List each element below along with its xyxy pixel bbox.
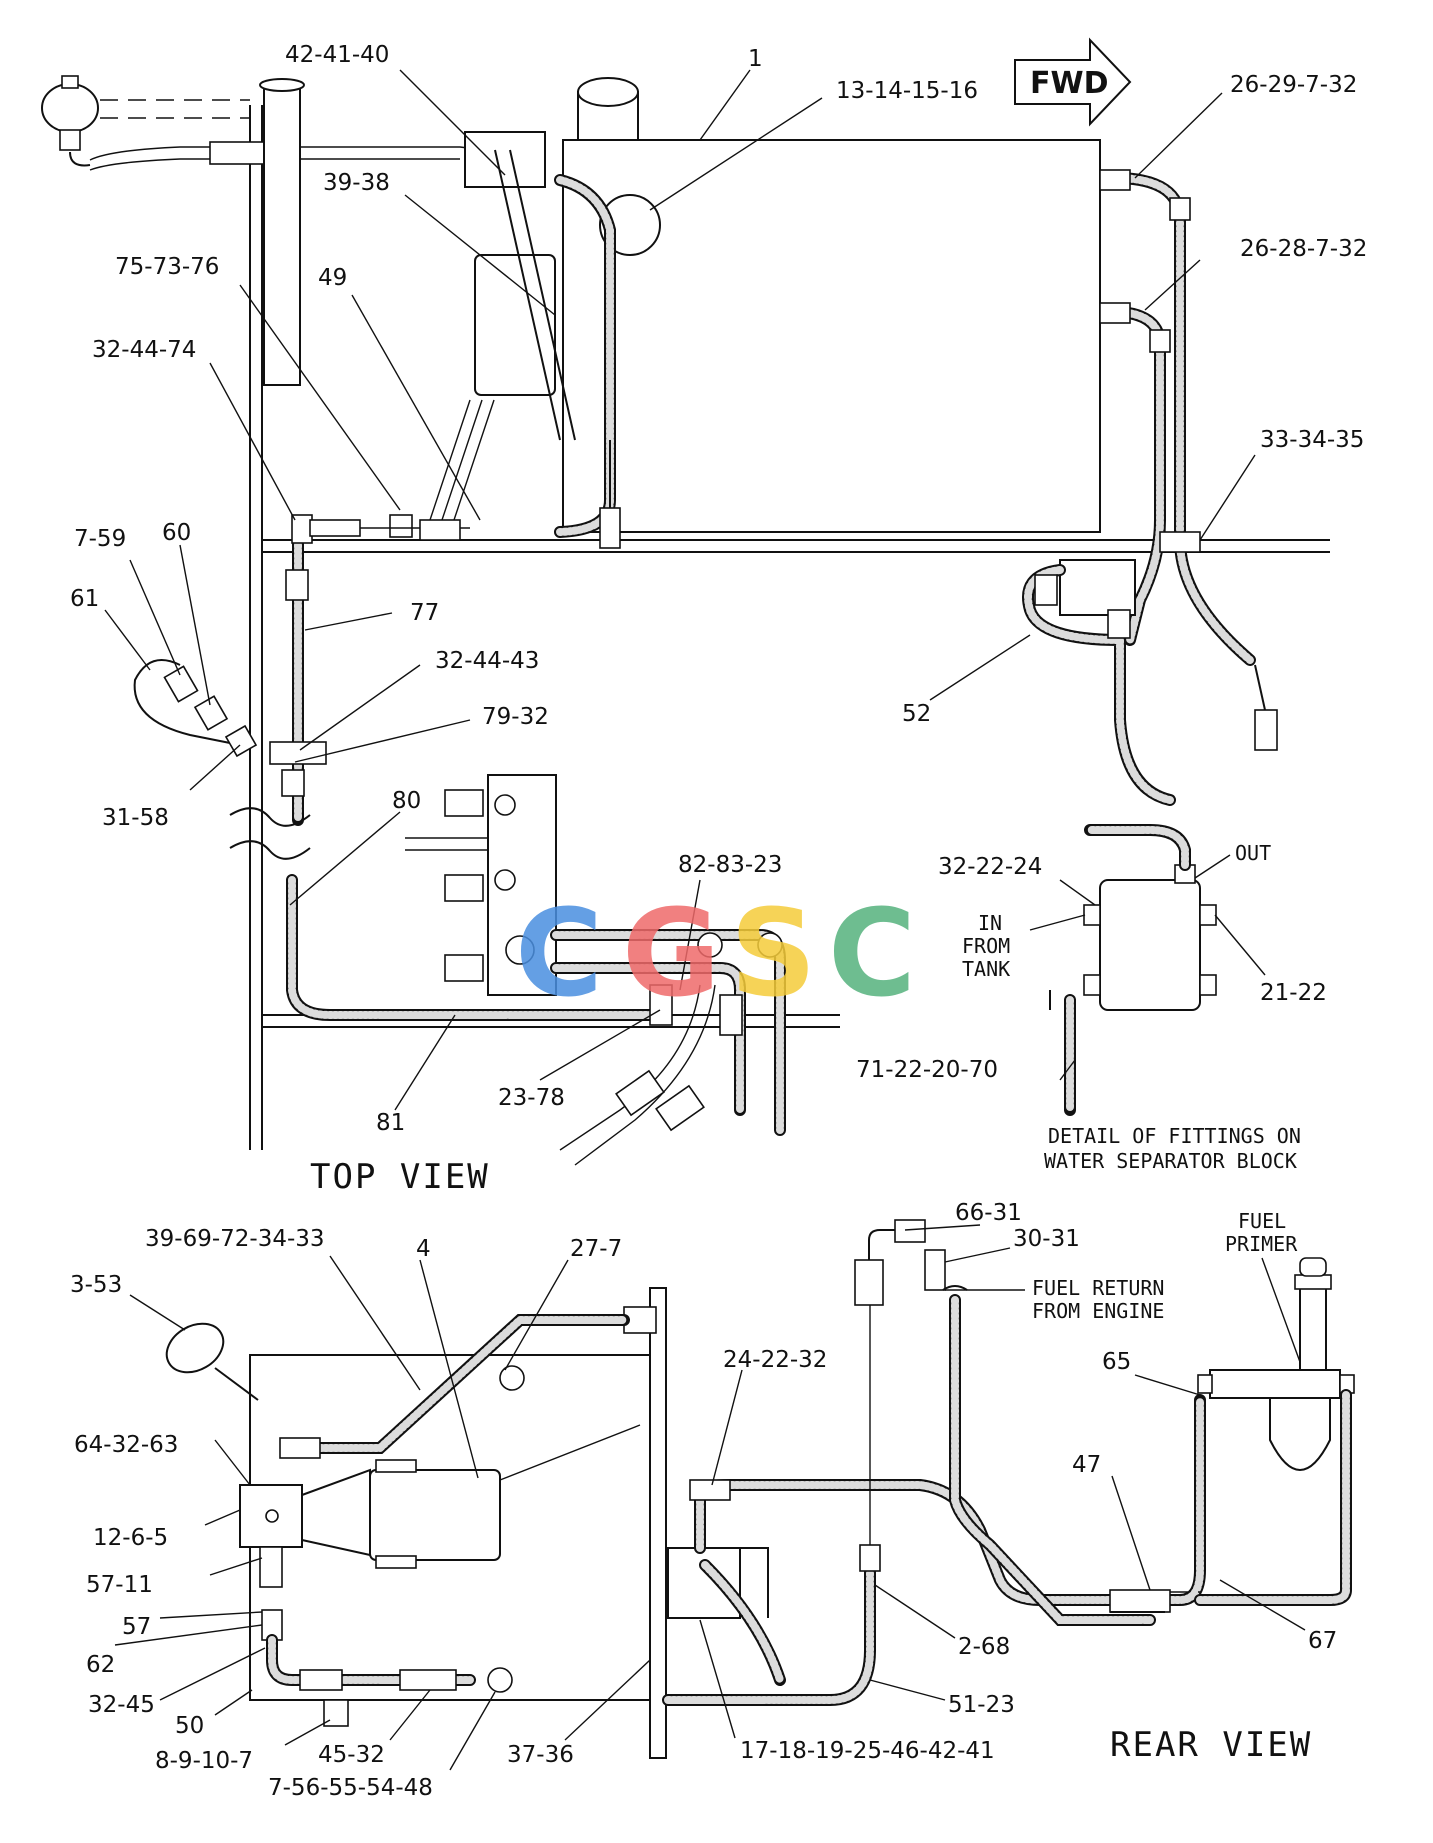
callout-71-22-20-70: 71-22-20-70 [856,1057,998,1083]
callout-32-45: 32-45 [88,1692,155,1718]
callout-12-6-5: 12-6-5 [93,1525,168,1551]
callout-1: 1 [748,46,763,72]
callout-39-69-72-34-33: 39-69-72-34-33 [145,1226,325,1252]
callout-60: 60 [162,520,191,546]
note-in-3: TANK [962,957,1010,981]
callout-51-23: 51-23 [948,1692,1015,1718]
callout-31-58: 31-58 [102,805,169,831]
callout-8-9-10-7: 8-9-10-7 [155,1748,253,1774]
callout-7-56-55-54-48: 7-56-55-54-48 [268,1775,433,1801]
callout-57: 57 [122,1614,151,1640]
callout-66-31: 66-31 [955,1200,1022,1226]
detail-caption-line1: DETAIL OF FITTINGS ON [1048,1124,1301,1148]
callout-24-22-32: 24-22-32 [723,1347,827,1373]
callout-7-59: 7-59 [74,526,126,552]
watermark-letter-1: C [515,885,603,1024]
detail-caption-line2: WATER SEPARATOR BLOCK [1044,1149,1297,1173]
callout-37-36: 37-36 [507,1742,574,1768]
callout-32-44-74: 32-44-74 [92,337,196,363]
callout-45-32: 45-32 [318,1742,385,1768]
callout-50: 50 [175,1713,204,1739]
callout-64-32-63: 64-32-63 [74,1432,178,1458]
callout-65: 65 [1102,1349,1131,1375]
callout-49: 49 [318,265,347,291]
fuel-primer-icon [1197,1257,1355,1472]
callout-82-83-23: 82-83-23 [678,852,782,878]
callout-61: 61 [70,586,99,612]
watermark-letter-2: G [622,885,721,1024]
filler-cap-icon [165,1322,259,1401]
top-view-title: TOP VIEW [310,1157,490,1197]
rear-view: REAR VIEW FUEL RETURN FROM ENGINE FUEL P… [70,1200,1355,1801]
watermark: C G S C [515,885,916,1024]
callout-79-32: 79-32 [482,704,549,730]
callout-26-28-7-32: 26-28-7-32 [1240,236,1367,262]
note-in-1: IN [978,911,1002,935]
note-in-2: FROM [962,934,1010,958]
callout-2-68: 2-68 [958,1634,1010,1660]
callout-80: 80 [392,788,421,814]
callout-62: 62 [86,1652,115,1678]
fwd-arrow-icon [1014,37,1132,127]
callout-17-18-19-25-46-42-41: 17-18-19-25-46-42-41 [740,1738,995,1764]
clip-icon [1159,531,1201,553]
callout-13-14-15-16: 13-14-15-16 [836,78,978,104]
callout-67: 67 [1308,1628,1337,1654]
callout-4: 4 [416,1236,431,1262]
water-separator-detail [1049,824,1217,1116]
callout-81: 81 [376,1110,405,1136]
callout-47: 47 [1072,1452,1101,1478]
callout-57-11: 57-11 [86,1572,153,1598]
rear-view-title: REAR VIEW [1110,1725,1312,1765]
note-fuel-primer-1: FUEL [1238,1209,1286,1233]
callout-21-22: 21-22 [1260,980,1327,1006]
top-view: FWD TOP VIEW DETAIL OF FITTINGS ON WATER… [41,37,1367,1197]
callout-42-41-40: 42-41-40 [285,42,389,68]
watermark-letter-4: C [828,885,916,1024]
callout-32-22-24: 32-22-24 [938,854,1042,880]
callout-30-31: 30-31 [1013,1226,1080,1252]
callout-75-73-76: 75-73-76 [115,254,219,280]
callout-27-7: 27-7 [570,1236,622,1262]
callout-26-29-7-32: 26-29-7-32 [1230,72,1357,98]
callout-32-44-43: 32-44-43 [435,648,539,674]
note-fuel-primer-2: PRIMER [1225,1232,1298,1256]
watermark-letter-3: S [730,885,816,1024]
callout-52: 52 [902,701,931,727]
fwd-label: FWD [1030,66,1109,101]
note-out: OUT [1235,841,1271,865]
note-fuel-return-2: FROM ENGINE [1032,1299,1164,1323]
note-fuel-return-1: FUEL RETURN [1032,1276,1164,1300]
callout-77: 77 [410,600,439,626]
callout-3-53: 3-53 [70,1272,122,1298]
callout-39-38: 39-38 [323,170,390,196]
callout-23-78: 23-78 [498,1085,565,1111]
breather-valve-icon [41,75,99,167]
callout-33-34-35: 33-34-35 [1260,427,1364,453]
